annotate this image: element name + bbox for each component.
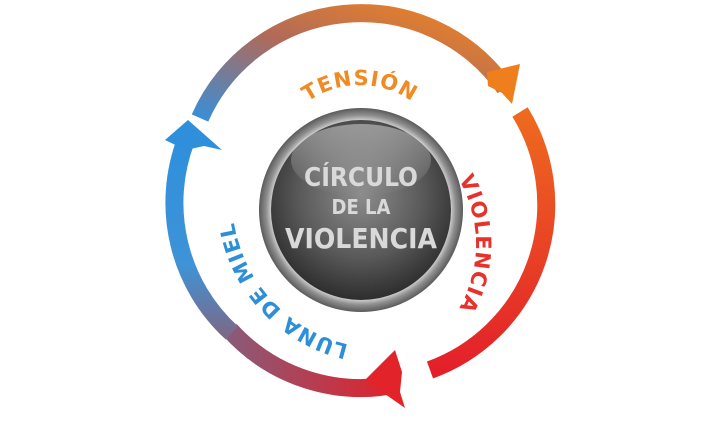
- ring-segment-top: [191, 4, 513, 122]
- ring-segment-right: [426, 107, 556, 379]
- cycle-ring: [165, 4, 556, 397]
- stage-label-tension: TENSIÓN: [298, 66, 422, 106]
- center-sphere: [259, 108, 463, 312]
- ring-segment-bottom: [223, 323, 400, 397]
- arrowhead-icon: [165, 120, 222, 150]
- ring-segment-left: [165, 136, 239, 340]
- center-title-line1: CÍRCULO: [304, 161, 418, 193]
- center-title-line2: DE LA: [332, 195, 391, 219]
- stage-label-violencia: VIOLENCIA: [454, 171, 495, 318]
- center-title-line3: VIOLENCIA: [285, 222, 437, 255]
- arrowhead-icon: [365, 350, 405, 408]
- arrowhead-icon: [487, 64, 520, 104]
